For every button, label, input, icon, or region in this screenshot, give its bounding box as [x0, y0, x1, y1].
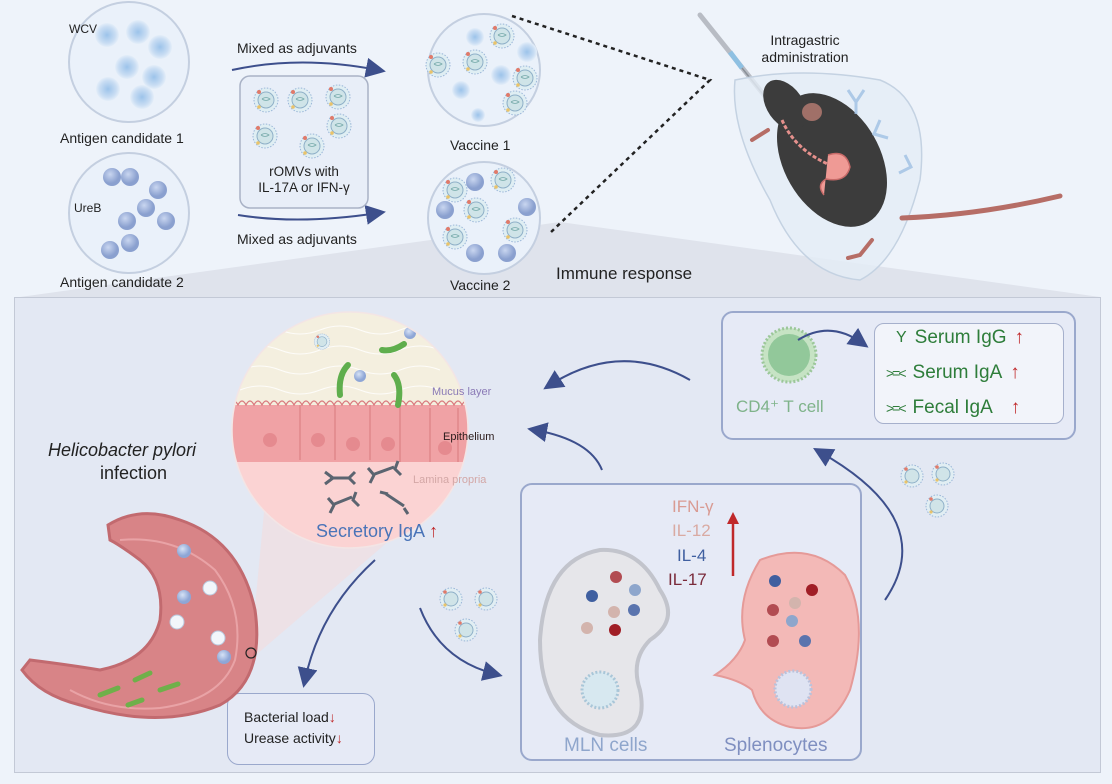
igg-antibody-icon: Y [896, 329, 907, 346]
vaccine-2-caption: Vaccine 2 [450, 277, 511, 293]
stomach-illustration [20, 512, 259, 719]
mix-label-bottom: Mixed as adjuvants [237, 231, 357, 247]
immune-response-wedge [20, 222, 1100, 297]
antibody-label: Fecal IgA [912, 397, 993, 418]
cytokine-il-4: IL-4 [677, 546, 707, 565]
arrow-iga-to-outcome [297, 559, 376, 688]
omv-cluster-middle [439, 587, 498, 642]
outcome-box [227, 693, 375, 765]
arrow-tcell-to-antibodies [797, 327, 869, 348]
down-arrow-icon: ↓ [328, 709, 336, 725]
romv-label-line2: IL-17A or IFN-γ [258, 180, 350, 195]
outcome-urease-activity: Urease activity↓ [244, 730, 343, 746]
antibody-box [874, 323, 1064, 424]
vaccine-2-dish [427, 161, 541, 275]
antigen-candidate-2-dish [68, 152, 190, 274]
spleen-illustration [712, 551, 860, 730]
mouse-illustration [733, 72, 1063, 281]
lamina-propria-label: Lamina propria [413, 474, 487, 486]
antigen-candidate-1-dish [68, 1, 190, 123]
wcv-label: WCV [69, 22, 97, 36]
splenocytes-label: Splenocytes [724, 735, 828, 756]
arrow-tcell-to-mucus [543, 360, 691, 390]
omv-cluster-right [900, 462, 955, 518]
antibody-label: Serum IgG [914, 327, 1007, 348]
mucus-layer-label: Mucus layer [432, 386, 492, 398]
iga-antibody-icon: >=< [886, 400, 906, 416]
antigen-candidate-2-caption: Antigen candidate 2 [60, 274, 184, 290]
down-arrow-icon: ↓ [335, 730, 343, 746]
top-illustration [68, 1, 1063, 281]
arrow-mln-to-epithelium [527, 422, 603, 471]
antigen-candidate-1-caption: Antigen candidate 1 [60, 130, 184, 146]
secretory-iga-text: Secretory IgA [316, 521, 425, 541]
dotted-connector [511, 14, 713, 234]
up-arrow-icon: ↑ [1014, 327, 1025, 348]
cytokine-il-17: IL-17 [668, 570, 707, 589]
vaccine-1-caption: Vaccine 1 [450, 137, 511, 153]
arrow-spleen-to-tcell [813, 448, 904, 601]
infection-title: Helicobacter pylori [48, 440, 197, 460]
outcome-label: Bacterial load [244, 709, 329, 725]
antibody-row-serum-igg: Y Serum IgG ↑ [896, 327, 1024, 349]
cd4-t-cell-icon [760, 326, 818, 384]
lymph-node-illustration [537, 547, 670, 738]
antibody-row-serum-iga: >=< Serum IgA ↑ [886, 362, 1020, 384]
administration-line1: Intragastric [770, 32, 840, 48]
secretory-iga-label: Secretory IgA ↑ [316, 521, 438, 542]
outcome-label: Urease activity [244, 730, 336, 746]
iga-antibody-icon: >=< [886, 365, 906, 381]
mln-cells-label: MLN cells [564, 735, 648, 756]
cytokine-il-12: IL-12 [672, 521, 711, 540]
ureb-label: UreB [74, 201, 102, 215]
administration-line2: administration [761, 49, 849, 65]
cytokine-up-arrow-head [727, 512, 739, 524]
vaccine-1-dish [425, 13, 541, 127]
up-arrow-icon: ↑ [1010, 397, 1021, 418]
mix-label-top: Mixed as adjuvants [237, 40, 357, 56]
outcome-bacterial-load: Bacterial load↓ [244, 709, 336, 725]
infection-subtitle: infection [100, 463, 168, 483]
antibody-row-fecal-iga: >=< Fecal IgA ↑ [886, 397, 1020, 419]
cd4-t-cell-label: CD4⁺ T cell [736, 397, 824, 416]
up-arrow-icon: ↑ [1010, 362, 1020, 383]
cytokine-ifn-gamma: IFN-γ [672, 497, 714, 516]
secretory-iga-up-arrow: ↑ [429, 521, 439, 541]
mix-arrow-top [231, 57, 386, 78]
mix-arrow-bottom [237, 204, 386, 225]
epithelium-label: Epithelium [443, 431, 495, 443]
romv-label-line1: rOMVs with [269, 164, 339, 179]
arrow-omv-to-mln [419, 607, 503, 681]
immune-response-label: Immune response [556, 264, 693, 283]
antibody-label: Serum IgA [912, 362, 1003, 383]
